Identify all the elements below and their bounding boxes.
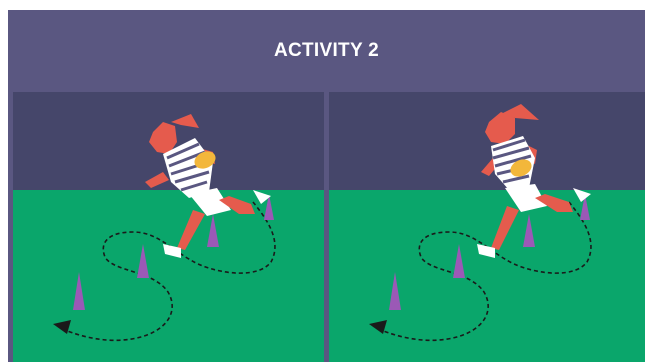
grass-area xyxy=(13,190,324,362)
activity-title: ACTIVITY 2 xyxy=(8,10,645,92)
grass-area xyxy=(329,190,645,362)
sky-area xyxy=(329,92,645,190)
drill-illustration xyxy=(329,92,645,362)
drill-illustration xyxy=(13,92,324,362)
activity-card: ACTIVITY 2 xyxy=(8,10,645,362)
left-drill-panel xyxy=(13,92,324,362)
right-drill-panel xyxy=(329,92,645,362)
